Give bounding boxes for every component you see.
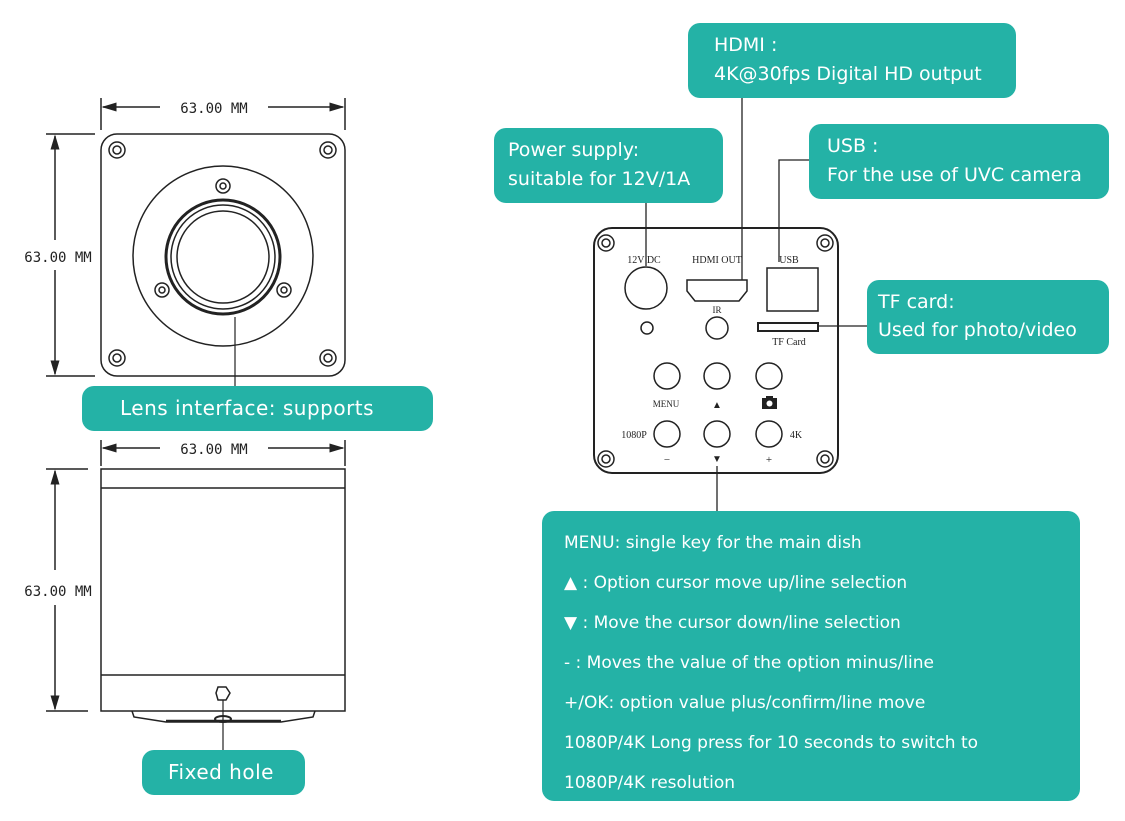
usb-port bbox=[766, 267, 819, 312]
1080p-label: 1080P bbox=[621, 430, 647, 441]
hdmi-callout-title: HDMI : bbox=[714, 34, 778, 56]
side-width-dimension: 63.00 MM bbox=[180, 442, 247, 458]
up-label: ▲ bbox=[712, 400, 722, 411]
minus-1080p-button bbox=[653, 420, 681, 448]
power-callout-title: Power supply: bbox=[508, 139, 640, 161]
up-button bbox=[703, 362, 731, 390]
up-function-line: ▲ : Option cursor move up/line selection bbox=[564, 573, 908, 593]
dim-label-bg bbox=[160, 438, 268, 460]
minus-label: − bbox=[664, 454, 670, 466]
lens-flange bbox=[132, 165, 314, 347]
down-button bbox=[703, 420, 731, 448]
usb-callout-title: USB : bbox=[827, 135, 879, 157]
hdmi-callout: HDMI : 4K@30fps Digital HD output bbox=[688, 23, 1016, 98]
dim-label-bg bbox=[160, 96, 268, 118]
hdmi-port bbox=[686, 279, 748, 302]
hdmi-callout-text: 4K@30fps Digital HD output bbox=[714, 63, 982, 85]
lens-callout-text: Lens interface: supports bbox=[120, 396, 375, 420]
hdmi-label: HDMI OUT bbox=[692, 255, 742, 266]
corner-screw-icon bbox=[597, 450, 615, 468]
flange-screw-icon bbox=[215, 178, 231, 194]
status-led bbox=[640, 321, 654, 335]
tf-callout-text: Used for photo/video bbox=[878, 319, 1077, 341]
corner-screw-icon bbox=[816, 234, 834, 252]
dc-label: 12V DC bbox=[627, 255, 661, 266]
4k-label: 4K bbox=[790, 430, 803, 441]
menu-function-line: MENU: single key for the main dish bbox=[564, 533, 862, 553]
corner-screw-icon bbox=[319, 349, 337, 367]
flange-screw-icon bbox=[154, 282, 170, 298]
plus-label: + bbox=[766, 454, 772, 466]
tf-callout-title: TF card: bbox=[878, 291, 955, 313]
rear-panel-outline bbox=[593, 227, 839, 474]
tf-card-callout: TF card: Used for photo/video bbox=[867, 280, 1109, 354]
front-height-dimension: 63.00 MM bbox=[24, 250, 91, 266]
lens-interface-callout: Lens interface: supports bbox=[82, 386, 433, 431]
usb-callout: USB : For the use of UVC camera bbox=[809, 124, 1109, 199]
tf-label: TF Card bbox=[772, 337, 806, 348]
lens-ring-outer bbox=[164, 198, 282, 316]
menu-label: MENU bbox=[653, 399, 680, 409]
usb-leader-line bbox=[778, 159, 809, 262]
fixed-hole bbox=[215, 686, 231, 701]
fixed-hole-callout-text: Fixed hole bbox=[168, 760, 274, 784]
lens-ring-mid bbox=[170, 204, 276, 310]
corner-screw-icon bbox=[319, 141, 337, 159]
down-function-line: ▼ : Move the cursor down/line selection bbox=[564, 613, 901, 633]
corner-screw-icon bbox=[108, 349, 126, 367]
lens-interface bbox=[176, 210, 270, 304]
resolution-function-line: 1080P/4K Long press for 10 seconds to sw… bbox=[564, 733, 979, 753]
capture-button bbox=[755, 362, 783, 390]
front-view bbox=[46, 98, 346, 387]
minus-function-line: - : Moves the value of the option minus/… bbox=[564, 653, 935, 673]
ir-label: IR bbox=[713, 305, 722, 315]
side-view bbox=[46, 440, 346, 750]
flange-screw-icon bbox=[276, 282, 292, 298]
front-width-dimension: 63.00 MM bbox=[180, 101, 247, 117]
menu-button bbox=[653, 362, 681, 390]
button-functions-callout: MENU: single key for the main dish ▲ : O… bbox=[542, 511, 1080, 801]
power-callout-text: suitable for 12V/1A bbox=[508, 168, 691, 190]
fixed-hole-callout: Fixed hole bbox=[142, 750, 305, 795]
side-height-dimension: 63.00 MM bbox=[24, 584, 91, 600]
rear-panel bbox=[593, 98, 867, 511]
dc-power-port bbox=[624, 266, 668, 310]
plus-4k-button bbox=[755, 420, 783, 448]
plus-function-line: +/OK: option value plus/confirm/line mov… bbox=[564, 693, 926, 713]
corner-screw-icon bbox=[597, 234, 615, 252]
power-callout: Power supply: suitable for 12V/1A bbox=[494, 128, 723, 203]
usb-label: USB bbox=[779, 255, 799, 266]
front-body-outline bbox=[100, 133, 346, 377]
down-label: ▼ bbox=[712, 454, 722, 465]
tf-card-slot bbox=[757, 322, 819, 332]
camera-icon bbox=[762, 396, 777, 409]
corner-screw-icon bbox=[816, 450, 834, 468]
ir-sensor bbox=[705, 316, 729, 340]
resolution-function-line-cont: 1080P/4K resolution bbox=[564, 773, 736, 793]
corner-screw-icon bbox=[108, 141, 126, 159]
usb-callout-text: For the use of UVC camera bbox=[827, 164, 1082, 186]
